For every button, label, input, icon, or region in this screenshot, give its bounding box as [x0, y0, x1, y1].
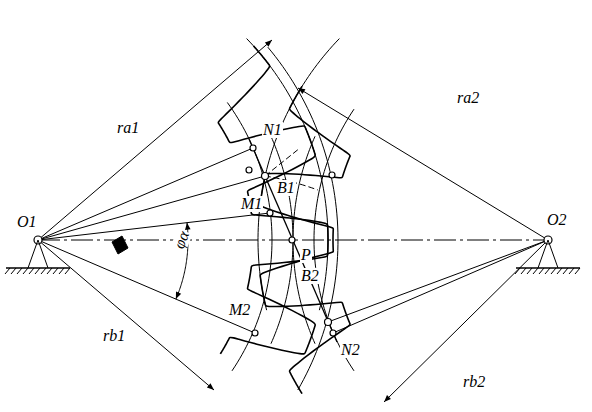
ground-hatch — [551, 268, 556, 274]
point-label: N1 — [262, 122, 283, 138]
point-label: rb2 — [462, 374, 486, 390]
tooth-profile — [218, 46, 328, 354]
point-marker — [289, 237, 295, 243]
ground-hatch — [29, 268, 34, 274]
ground-hatch — [59, 268, 64, 274]
point-label: O1 — [16, 214, 38, 230]
ground-hatch — [569, 268, 574, 274]
point-label: ra1 — [116, 120, 140, 136]
ground-hatch — [539, 268, 544, 274]
radius-line — [328, 240, 548, 322]
point-label: O2 — [546, 212, 568, 228]
ground-hatch — [521, 268, 526, 274]
dimension-arrow — [38, 240, 214, 390]
ground-hatch — [65, 268, 70, 274]
support — [538, 240, 558, 268]
dimension-arrow — [384, 240, 548, 402]
support — [28, 240, 48, 268]
ground-hatch — [41, 268, 46, 274]
dashed-profile — [265, 148, 300, 176]
point-label: rb1 — [102, 328, 126, 344]
point-label: M2 — [228, 302, 251, 318]
point-marker — [267, 210, 273, 216]
ground-hatch — [557, 268, 562, 274]
point-label: N2 — [340, 342, 361, 358]
marker-symbol — [112, 236, 128, 254]
point-marker — [329, 172, 335, 178]
ground-hatch — [17, 268, 22, 274]
point-marker — [250, 145, 256, 151]
radius-line — [333, 240, 548, 333]
radius-line — [38, 176, 265, 240]
point-label: M1 — [240, 196, 263, 212]
ground-hatch — [575, 268, 580, 274]
ground-hatch — [527, 268, 532, 274]
point-marker — [262, 173, 269, 180]
point-marker — [325, 319, 332, 326]
point-label: φα — [171, 228, 193, 252]
point-marker — [330, 330, 336, 336]
point-label: B1 — [276, 180, 296, 196]
ground-hatch — [533, 268, 538, 274]
ground-hatch — [5, 268, 10, 274]
point-marker — [252, 330, 258, 336]
ground-hatch — [35, 268, 40, 274]
ground-hatch — [563, 268, 568, 274]
point-marker — [246, 167, 252, 173]
radius-line — [38, 240, 255, 333]
dimension-arrow — [38, 40, 272, 240]
line-of-action — [249, 139, 337, 342]
point-label: ra2 — [456, 90, 480, 106]
point-label: P — [300, 247, 312, 263]
ground-hatch — [515, 268, 520, 274]
ground-hatch — [53, 268, 58, 274]
point-label: B2 — [300, 268, 320, 284]
radius-line — [38, 213, 270, 240]
dimension-arrow — [298, 88, 548, 240]
ground-hatch — [47, 268, 52, 274]
ground-hatch — [11, 268, 16, 274]
radius-line — [38, 148, 253, 240]
ground-hatch — [23, 268, 28, 274]
ground-hatch — [545, 268, 550, 274]
gear-circle — [268, 47, 338, 390]
